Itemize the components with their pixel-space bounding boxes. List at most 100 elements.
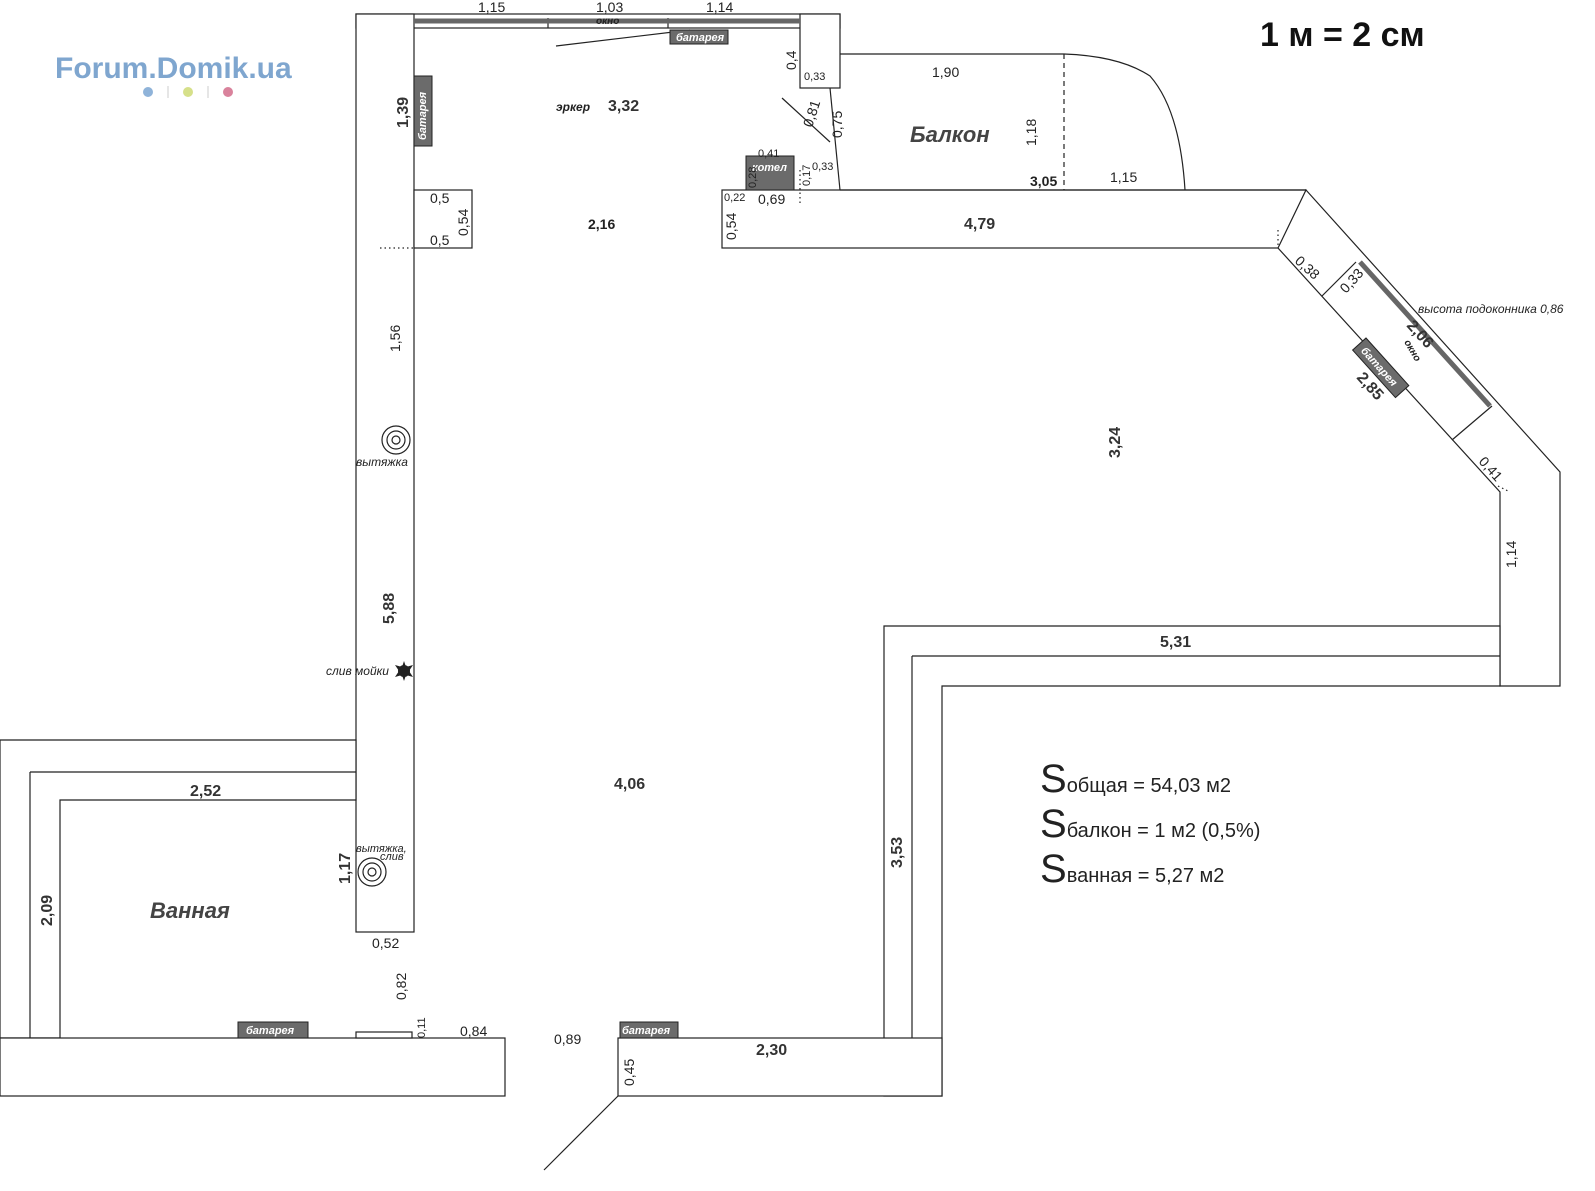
sink-drain-label: слив мойки xyxy=(326,664,389,678)
threshold xyxy=(355,1031,413,1039)
dim-label: 0,41 xyxy=(758,148,779,160)
dim-label: 1,56 xyxy=(387,325,403,352)
bottom-left-wall xyxy=(0,1037,506,1097)
dim-label: 0,82 xyxy=(393,973,409,1000)
dim-label: 0,69 xyxy=(758,191,785,207)
logo-dot-blue xyxy=(143,87,153,97)
spiral-icon xyxy=(357,857,387,887)
bay-right-wall xyxy=(799,13,841,89)
door-swing xyxy=(555,29,691,47)
inner-lines xyxy=(29,18,1500,1171)
dim-label: 0,45 xyxy=(621,1059,637,1086)
radiator-bottom xyxy=(619,1021,679,1039)
dim-label: 0,81 xyxy=(800,98,824,129)
dim-label: 0,54 xyxy=(455,209,471,236)
pillar xyxy=(413,189,473,249)
logo-dot-pink xyxy=(223,87,233,97)
dim-label: 3,24 xyxy=(1107,427,1124,458)
radiator-top xyxy=(669,29,729,45)
dim-label: 1,14 xyxy=(1503,541,1519,568)
dim-label: 4,06 xyxy=(614,776,645,793)
room-balcony: Балкон xyxy=(910,122,990,147)
bay-diagonal xyxy=(781,97,831,143)
bay-value: 3,32 xyxy=(608,98,639,115)
logo-dot-yellow xyxy=(183,87,193,97)
room-bathroom: Ванная xyxy=(150,898,230,923)
dim-label: 1,39 xyxy=(395,97,412,128)
area-text: ванная = 5,27 м2 xyxy=(1067,865,1225,887)
area-symbol: S xyxy=(1040,757,1067,801)
diagonal-window xyxy=(1358,260,1492,408)
dim-label: 5,31 xyxy=(1160,634,1191,651)
area-text: общая = 54,03 м2 xyxy=(1067,775,1231,797)
dim-label: 1,90 xyxy=(932,64,959,80)
scale-label: 1 м = 2 см xyxy=(1260,16,1425,54)
walls xyxy=(0,13,1561,1097)
radiator-label: батарея xyxy=(417,91,429,140)
radiator-left xyxy=(413,75,433,147)
dim-label: 2,52 xyxy=(190,783,221,800)
balcony-outline xyxy=(840,53,1186,191)
area-symbol: S xyxy=(1040,802,1067,846)
dim-label: 0,4 xyxy=(783,50,799,70)
entry-door-line xyxy=(543,1095,619,1171)
hood-label: вытяжка xyxy=(356,455,408,469)
logo: Forum.Domik.ua xyxy=(55,52,292,98)
area-total: Sобщая = 54,03 м2 xyxy=(1040,757,1231,801)
diagonal-wall xyxy=(1277,188,1561,687)
dim-label: 0,33 xyxy=(804,71,825,83)
sill-height-label: высота подоконника 0,86 xyxy=(1418,302,1564,316)
area-text: балкон = 1 м2 (0,5%) xyxy=(1067,820,1261,842)
boiler-label: котел xyxy=(752,162,787,174)
dim-label: 0,54 xyxy=(723,213,739,240)
dim-label: 0,84 xyxy=(460,1023,487,1039)
boiler xyxy=(745,155,795,191)
dim-label: 0,28 xyxy=(747,167,759,188)
dim-label: 1,03 xyxy=(596,0,623,15)
dim-label: 1,15 xyxy=(478,0,505,15)
radiator-label: батарея xyxy=(676,32,725,44)
dim-label: 2,16 xyxy=(588,216,615,232)
dim-label: 0,75 xyxy=(829,111,845,138)
dim-label: 0,17 xyxy=(801,165,813,186)
bathroom-outer-wall xyxy=(0,739,357,1039)
dim-label: 2,09 xyxy=(39,895,56,926)
dim-label: 0,5 xyxy=(430,232,450,248)
dim-label: 3,05 xyxy=(1030,173,1057,189)
dim-label: 0,22 xyxy=(724,192,745,204)
dim-label: 1,15 xyxy=(1110,169,1137,185)
area-bathroom: Sванная = 5,27 м2 xyxy=(1040,847,1224,891)
right-step-wall xyxy=(883,625,1501,1097)
dim-label: 5,88 xyxy=(381,593,398,624)
area-balcony: Sбалкон = 1 м2 (0,5%) xyxy=(1040,802,1260,846)
dim-label: 1,14 xyxy=(706,0,733,15)
area-symbol: S xyxy=(1040,847,1067,891)
bay-label: эркер xyxy=(556,100,590,114)
dim-label: 1,17 xyxy=(337,853,354,884)
dim-label: 4,79 xyxy=(964,216,995,233)
dim-label: 0,5 xyxy=(430,190,450,206)
dim-label: 0,52 xyxy=(372,935,399,951)
balcony-inner-wall xyxy=(721,189,1307,249)
logo-text: Forum.Domik.ua xyxy=(55,52,292,85)
area-summary: Sобщая = 54,03 м2 Sбалкон = 1 м2 (0,5%) … xyxy=(1040,757,1260,891)
spiral-icon xyxy=(381,425,411,455)
window-jamb xyxy=(1321,261,1357,297)
radiator-label: батарея xyxy=(246,1025,295,1037)
hood-drain-label-1: вытяжка, xyxy=(356,843,407,855)
dim-label: 3,53 xyxy=(889,837,906,868)
radiator-bathroom xyxy=(237,1021,309,1039)
dim-label: 2,30 xyxy=(756,1042,787,1059)
dim-label: 0,11 xyxy=(416,1017,428,1038)
radiator-diagonal-body xyxy=(1351,337,1410,399)
dim-label: 1,18 xyxy=(1023,119,1039,146)
window-jamb xyxy=(1451,405,1493,441)
left-wall xyxy=(355,13,415,933)
sink-drain-icon xyxy=(395,661,413,681)
balcony xyxy=(829,53,1306,191)
radiator-label: батарея xyxy=(622,1025,671,1037)
dim-label: 0,89 xyxy=(554,1031,581,1047)
balcony-side xyxy=(829,87,841,191)
hood-drain-label-2: слив xyxy=(380,851,404,863)
